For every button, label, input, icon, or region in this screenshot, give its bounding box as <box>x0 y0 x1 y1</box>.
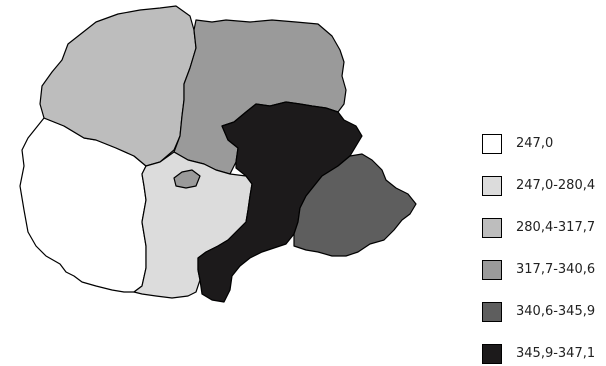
legend-swatch <box>482 176 502 196</box>
legend-swatch <box>482 344 502 364</box>
legend-swatch <box>482 134 502 154</box>
legend-swatch <box>482 260 502 280</box>
legend-swatch <box>482 218 502 238</box>
map-region-enclave <box>173 169 201 189</box>
legend-item: 280,4-317,7 <box>482 218 606 240</box>
legend-item: 345,9-347,1 <box>482 344 606 366</box>
map-region-east <box>293 153 417 257</box>
legend-label: 280,4-317,7 <box>516 220 596 235</box>
legend-swatch <box>482 302 502 322</box>
legend-item: 247,0-280,4 <box>482 176 606 198</box>
legend-item: 247,0 <box>482 134 606 156</box>
legend-item: 317,7-340,6 <box>482 260 606 282</box>
legend-label: 345,9-347,1 <box>516 346 596 361</box>
legend-label: 317,7-340,6 <box>516 262 596 277</box>
map-region-northwest <box>39 5 197 167</box>
legend-item: 340,6-345,9 <box>482 302 606 324</box>
legend-label: 340,6-345,9 <box>516 304 596 319</box>
legend-label: 247,0 <box>516 136 554 151</box>
legend-label: 247,0-280,4 <box>516 178 596 193</box>
map-region-east-central <box>197 101 363 303</box>
